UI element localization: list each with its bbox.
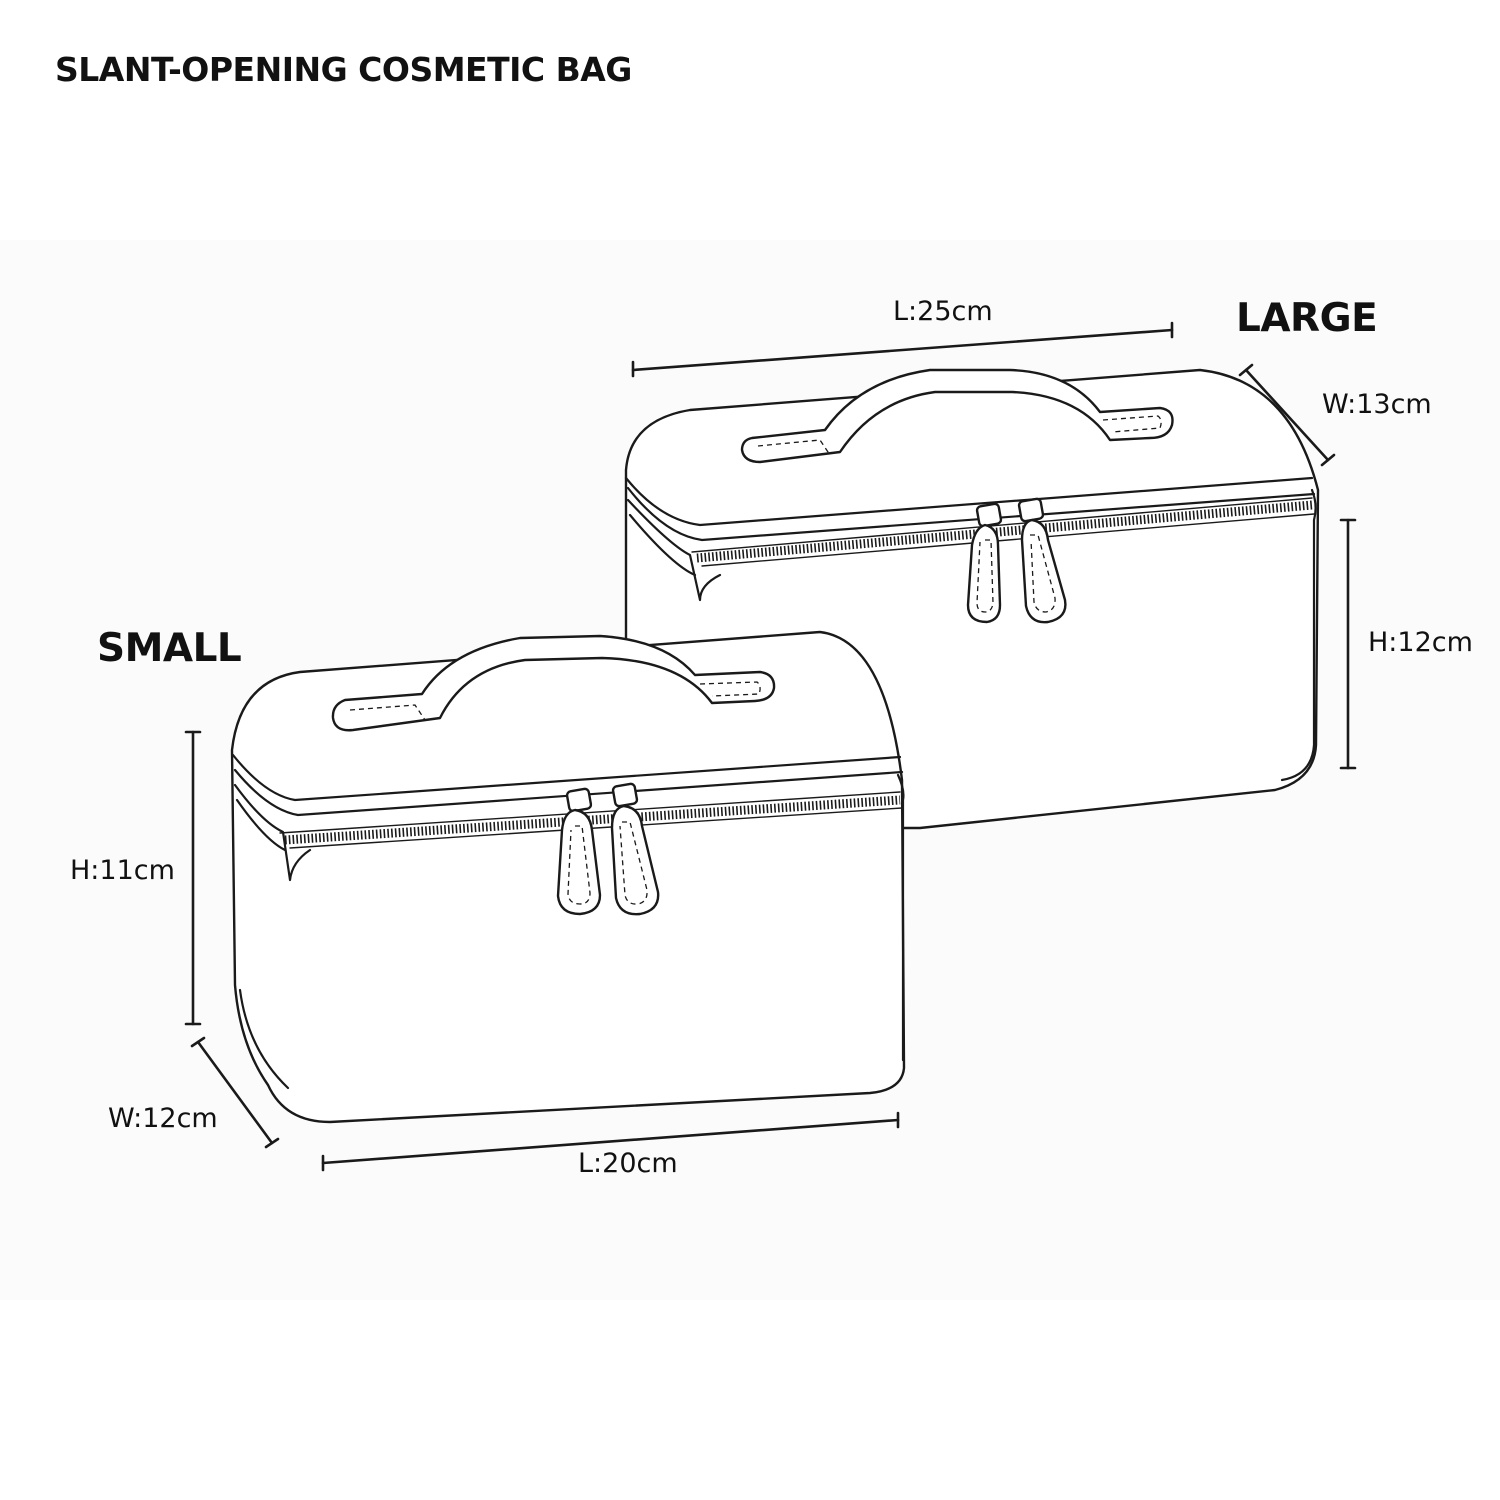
- large-width-dimension-line: [1238, 363, 1336, 467]
- small-bag-band-line: [233, 768, 904, 817]
- small-bag-handle: [331, 634, 776, 732]
- small-bag-bottom-curve: [238, 988, 290, 1090]
- large-bag-slant-side: [626, 498, 722, 602]
- small-bag-handle-stitch-left: [349, 704, 426, 721]
- small-width-label: W:12cm: [108, 1103, 218, 1134]
- small-bag-slant-side: [233, 783, 312, 882]
- large-width-label: W:13cm: [1322, 389, 1432, 420]
- small-length-label: L:20cm: [578, 1148, 678, 1179]
- large-bag-handle: [740, 368, 1174, 464]
- large-bag-zipper-edge-top: [691, 497, 1313, 553]
- page-title: SLANT-OPENING COSMETIC BAG: [55, 50, 632, 89]
- large-bag-band-line: [626, 486, 1316, 542]
- large-length-dimension-line: [631, 321, 1174, 378]
- small-bag-right-side: [896, 773, 905, 1062]
- small-length-dimension-line: [321, 1111, 900, 1172]
- large-bag-lid-line: [624, 476, 1314, 527]
- large-bag-right-side: [1280, 488, 1317, 782]
- small-bag-zipper-edge-bottom: [289, 807, 903, 849]
- large-height-label: H:12cm: [1368, 627, 1473, 658]
- large-size-label: LARGE: [1236, 296, 1378, 341]
- small-bag-zipper-pull-left: [556, 787, 602, 916]
- small-width-dimension-line: [190, 1036, 280, 1149]
- small-bag-lid-line: [231, 753, 902, 802]
- large-length-label: L:25cm: [893, 296, 993, 327]
- large-bag-handle-stitch-right: [1102, 415, 1162, 433]
- small-height-label: H:11cm: [70, 855, 175, 886]
- small-height-dimension-line: [184, 730, 202, 1026]
- small-bag-zipper-edge-top: [279, 791, 901, 834]
- small-bag-handle-stitch-right: [699, 681, 761, 697]
- large-bag-slant-side-inner: [628, 513, 697, 577]
- large-bag-zipper-pull-left: [966, 502, 1003, 624]
- large-bag-handle-stitch-left: [757, 439, 831, 456]
- small-bag: [230, 630, 906, 1124]
- small-bag-zipper-pull-right: [610, 782, 660, 916]
- small-bag-slant-side-inner: [235, 798, 287, 852]
- large-bag-zipper: [696, 500, 1313, 563]
- large-bag-zipper-pull-right: [1017, 497, 1067, 624]
- large-bag-zipper-edge-bottom: [701, 513, 1315, 567]
- small-bag-zipper: [284, 795, 901, 845]
- large-height-dimension-line: [1339, 518, 1357, 770]
- small-size-label: SMALL: [97, 626, 242, 671]
